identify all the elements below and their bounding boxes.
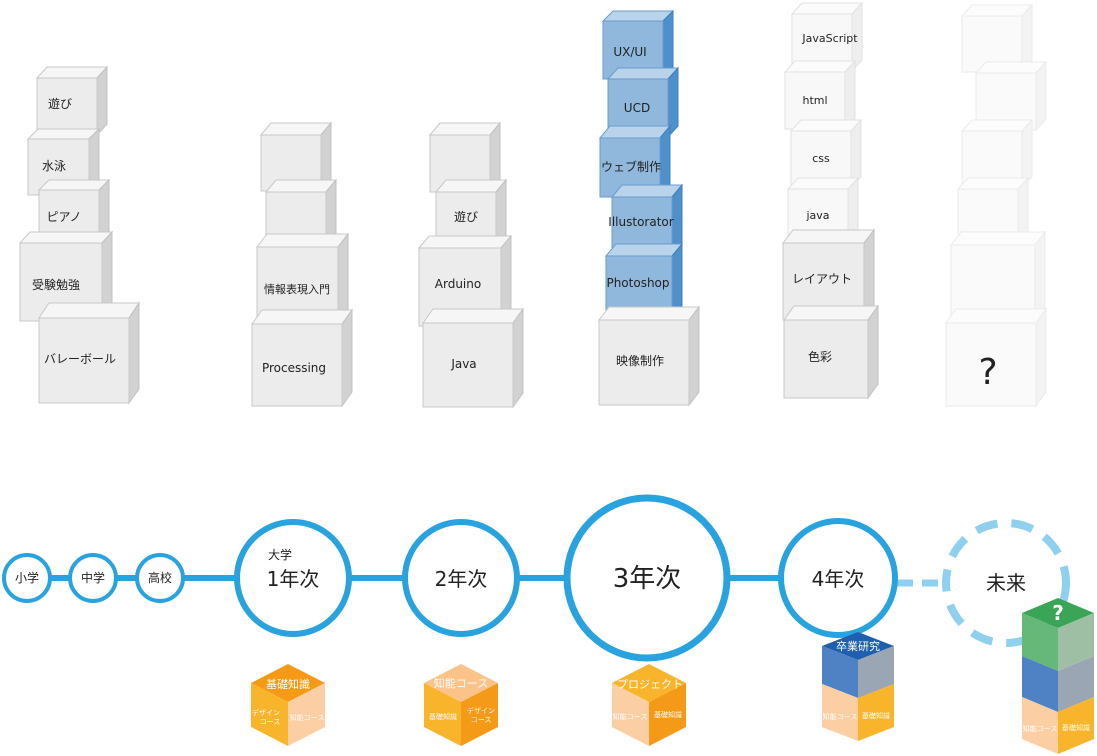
block-volleyball: バレーボール xyxy=(38,301,140,405)
block-label: Illustorator xyxy=(608,215,673,229)
cube-year-2: 知能コース 基礎知識 デザイン コース xyxy=(424,664,498,746)
cube-year-3: プロジェクト 知能コース 基礎知識 xyxy=(612,664,686,746)
block-blank xyxy=(259,121,333,193)
cube-top-label: 基礎知識 xyxy=(266,677,310,691)
node-label: 1年次 xyxy=(267,567,320,591)
block-label: JavaScript xyxy=(801,32,858,45)
block-java: Java xyxy=(422,307,524,409)
node-elementary: 小学 xyxy=(2,553,52,603)
cube-left-label-2: コース xyxy=(260,718,281,726)
node-label: 未来 xyxy=(986,571,1026,595)
cube-right-label: 基礎知識 xyxy=(1062,723,1090,732)
block-label: 映像制作 xyxy=(616,354,664,368)
block-label: Photoshop xyxy=(606,276,669,290)
node-label: 高校 xyxy=(148,570,172,585)
cube-right-label: 基礎知識 xyxy=(862,711,890,720)
cube-left-label: 知能コース xyxy=(613,712,648,721)
node-year-1: 大学 1年次 xyxy=(234,519,352,637)
block-label: ピアノ xyxy=(47,210,82,224)
stack-year-4: JavaScript html css java レイアウト xyxy=(781,1,879,400)
block-label: Java xyxy=(450,357,476,371)
cube-year-1: 基礎知識 デザイン コース 知能コース xyxy=(251,664,325,746)
cube-left-label: 知能コース xyxy=(823,712,858,721)
block-web-production: ウェブ制作 xyxy=(598,124,672,199)
cube-year-4: 卒業研究 知能コース 基礎知識 xyxy=(822,632,894,741)
block-label: 遊び xyxy=(48,96,72,111)
node-label: 4年次 xyxy=(812,567,865,591)
node-year-2: 2年次 xyxy=(402,519,520,637)
cube-future: ? 知能コース 基礎知識 xyxy=(1022,598,1094,754)
cube-top-label: 知能コース xyxy=(434,676,488,690)
node-year-3: 3年次 xyxy=(563,494,731,662)
block-label: レイアウト xyxy=(792,272,852,286)
cube-right-label: デザイン xyxy=(467,706,495,715)
cube-left-label: 基礎知識 xyxy=(429,712,457,721)
cube-left-label: デザイン xyxy=(252,708,280,717)
block-label: ウェブ制作 xyxy=(601,159,661,174)
node-label: 2年次 xyxy=(435,567,488,591)
timeline: 小学 中学 高校 大学 1年次 2年次 3年次 4年次 未来 xyxy=(2,494,1070,662)
cube-top-label: プロジェクト xyxy=(617,678,683,691)
node-label: 中学 xyxy=(81,570,105,585)
block-exam-study: 受験勉強 xyxy=(18,230,114,323)
cube-top-label: 卒業研究 xyxy=(836,639,880,653)
stack-future: ? xyxy=(945,3,1048,408)
block-label: html xyxy=(802,94,827,107)
block-question: ? xyxy=(945,307,1047,408)
cube-right-label-2: コース xyxy=(471,716,492,724)
block-label: 色彩 xyxy=(808,350,832,364)
node-sublabel: 大学 xyxy=(268,547,292,562)
block-label: 情報表現入門 xyxy=(264,282,330,296)
block-label: UX/UI xyxy=(613,45,646,59)
block-label: css xyxy=(812,152,830,165)
block-label: Processing xyxy=(262,361,326,375)
block-asobi: 遊び xyxy=(35,65,109,137)
stack-year-3: UX/UI UCD ウェブ制作 Illustorator Photoshop xyxy=(597,9,701,407)
block-label: 受験勉強 xyxy=(32,277,80,292)
node-label: 3年次 xyxy=(613,564,682,594)
stack-year-2: 遊び Arduino Java xyxy=(417,121,524,409)
question-mark: ? xyxy=(978,352,997,393)
block-label: 水泳 xyxy=(42,159,66,173)
block-html: html xyxy=(783,59,857,131)
block-label: UCD xyxy=(624,101,650,115)
block-video-production: 映像制作 xyxy=(597,305,701,407)
cube-right-label: 知能コース xyxy=(290,713,325,722)
stack-year-1: 情報表現入門 Processing xyxy=(251,121,353,408)
cube-left-label: 知能コース xyxy=(1023,724,1058,733)
cube-right-label: 基礎知識 xyxy=(654,710,682,719)
block-processing: Processing xyxy=(251,308,353,408)
block-label: Arduino xyxy=(435,277,481,291)
node-label: 小学 xyxy=(15,570,39,585)
block-label: バレーボール xyxy=(44,352,116,366)
node-high-school: 高校 xyxy=(135,553,185,603)
stack-elementary-to-high: 遊び 水泳 ピアノ 受験勉強 バレーボール xyxy=(18,65,140,405)
node-year-4: 4年次 xyxy=(778,518,898,638)
block-javascript: JavaScript xyxy=(790,1,864,73)
node-junior-high: 中学 xyxy=(68,553,118,603)
block-label: java xyxy=(805,209,829,222)
block-label: 遊び xyxy=(454,209,478,224)
cube-top-label: ? xyxy=(1052,601,1064,625)
block-color: 色彩 xyxy=(783,304,879,400)
